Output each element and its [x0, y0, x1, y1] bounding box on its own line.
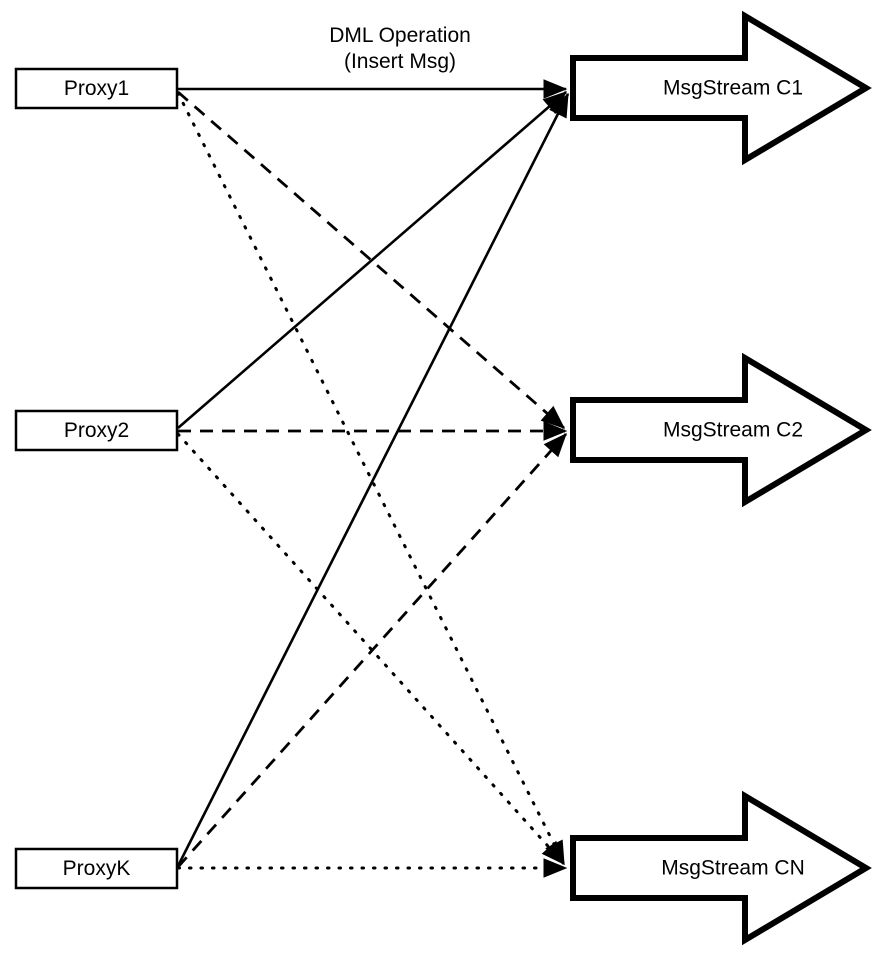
arrowhead-proxy1-to-stream-c2	[540, 405, 565, 429]
proxy-node-proxyk[interactable]: ProxyK	[14, 847, 179, 890]
arrowhead-proxyk-to-stream-c2	[543, 433, 567, 458]
annotations-layer: DML Operation (Insert Msg)	[329, 24, 471, 73]
arrowhead-proxyk-to-stream-c1	[549, 92, 569, 119]
annotation-line-1: DML Operation	[329, 24, 471, 47]
msgstream-node-2[interactable]: MsgStream C2	[570, 352, 872, 508]
msgstream-arrow-shape	[570, 352, 872, 508]
proxy-node-proxy2[interactable]: Proxy2	[14, 409, 179, 452]
proxy-box-rect	[14, 67, 179, 110]
edge-proxyk-to-stream-c2	[176, 433, 568, 868]
proxy-label: Proxy1	[64, 77, 129, 100]
msgstream-node-3[interactable]: MsgStream CN	[570, 790, 872, 946]
proxy-box-rect	[14, 409, 179, 452]
msgstream-label: MsgStream CN	[661, 857, 805, 880]
msgstream-label: MsgStream C2	[663, 419, 803, 442]
edge-annotation-dml-op: DML Operation (Insert Msg)	[329, 24, 471, 73]
arrowhead-proxyk-to-stream-cn	[543, 858, 568, 878]
proxy-box-rect	[14, 847, 179, 890]
edge-proxy2-to-stream-cn	[176, 432, 566, 866]
msgstream-arrow-shape	[570, 790, 872, 946]
proxy-node-proxy1[interactable]: Proxy1	[14, 67, 179, 110]
arrowheads-layer	[540, 79, 569, 878]
proxy-label: Proxy2	[64, 419, 129, 442]
arrowhead-proxy2-to-stream-cn	[541, 840, 565, 865]
annotation-line-2: (Insert Msg)	[344, 50, 456, 73]
edge-proxy1-to-stream-c2	[177, 90, 565, 430]
msgstream-arrow-shape	[570, 10, 872, 166]
proxy-label: ProxyK	[63, 857, 131, 880]
edge-proxyk-to-stream-c1	[176, 93, 570, 867]
arrowhead-proxy2-to-stream-c2	[543, 421, 568, 441]
arrowhead-proxy1-to-stream-c1	[543, 79, 568, 99]
msgstream-label: MsgStream C1	[663, 77, 803, 100]
edges-layer	[176, 87, 570, 870]
edge-proxy2-to-stream-c1	[177, 91, 567, 429]
streams-layer: MsgStream C1 MsgStream C2 MsgStream CN	[570, 10, 872, 946]
msgstream-node-1[interactable]: MsgStream C1	[570, 10, 872, 166]
edge-proxy1-to-stream-cn	[176, 91, 566, 866]
